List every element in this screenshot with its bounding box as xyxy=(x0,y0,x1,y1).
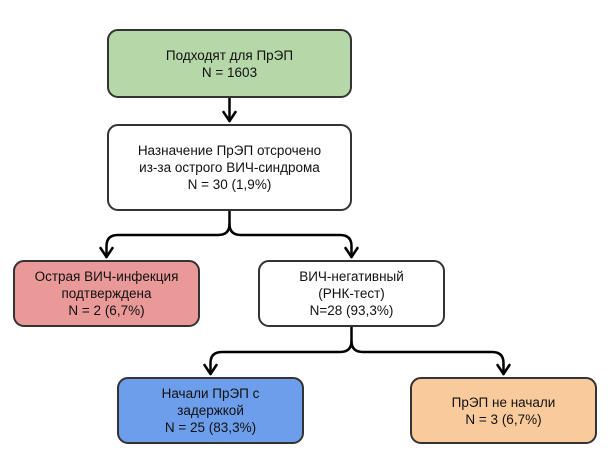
node-eligible: Подходят для ПрЭП N = 1603 xyxy=(107,29,352,98)
node-label-line: задержкой xyxy=(177,403,244,418)
node-not-started: ПрЭП не начали N = 3 (6,7%) xyxy=(410,377,597,444)
node-label-line: из-за острого ВИЧ-синдрома xyxy=(139,160,320,175)
arrowhead-icon xyxy=(222,110,237,123)
node-started-delayed: Начали ПрЭП с задержкой N = 25 (83,3%) xyxy=(117,377,304,444)
node-label-line: Острая ВИЧ-инфекция xyxy=(34,269,179,284)
node-label-line: подтверждена xyxy=(61,286,152,301)
node-acute-confirmed: Острая ВИЧ-инфекция подтверждена N = 2 (… xyxy=(13,260,200,327)
node-label-line: Подходят для ПрЭП xyxy=(165,47,294,63)
node-count: N=28 (93,3%) xyxy=(309,303,394,318)
node-label-line: Назначение ПрЭП отсрочено xyxy=(137,143,322,158)
edge-negative-started xyxy=(209,325,353,376)
node-count: N = 3 (6,7%) xyxy=(465,411,542,427)
node-count: N = 25 (83,3%) xyxy=(164,420,257,435)
node-count: N = 30 (1,9%) xyxy=(187,177,272,192)
arrowhead-icon xyxy=(496,363,511,376)
arrowhead-icon xyxy=(203,363,218,376)
edge-deferred-negative xyxy=(228,222,353,259)
node-label-line: ВИЧ-негативный xyxy=(299,269,404,284)
node-label-line: (РНК-тест) xyxy=(318,286,385,301)
node-hiv-negative: ВИЧ-негативный (РНК-тест) N=28 (93,3%) xyxy=(258,260,445,327)
edge-deferred-acute xyxy=(105,209,231,259)
node-deferred: Назначение ПрЭП отсрочено из-за острого … xyxy=(107,124,352,211)
edge-negative-notstarted xyxy=(350,339,505,376)
node-label-line: ПрЭП не начали xyxy=(451,394,556,410)
arrowhead-icon xyxy=(344,246,359,259)
node-label-line: Начали ПрЭП с xyxy=(161,386,260,401)
arrowhead-icon xyxy=(99,246,114,259)
node-count: N = 1603 xyxy=(201,64,258,80)
node-count: N = 2 (6,7%) xyxy=(68,303,145,318)
